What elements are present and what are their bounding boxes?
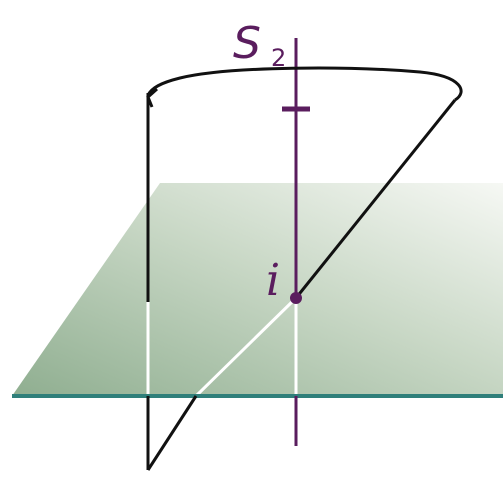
diagonal-hidden-segment [194, 296, 298, 398]
axis-label: S [233, 18, 261, 69]
rotation-arc [146, 66, 463, 102]
mirror-plane [12, 183, 503, 396]
diagonal-path-upper [294, 99, 457, 299]
rotation-arrowhead [146, 87, 158, 108]
axis-subscript: 2 [271, 44, 286, 72]
diagonal-path-lower [146, 395, 198, 471]
inversion-center-point [290, 292, 302, 304]
point-label: i [266, 255, 280, 306]
